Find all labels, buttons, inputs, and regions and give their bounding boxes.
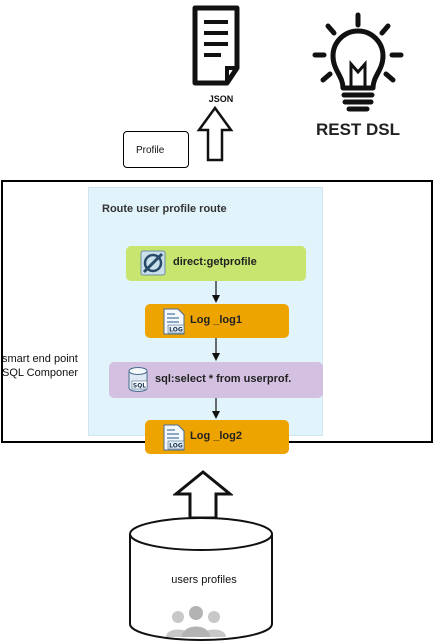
profile-box: Profile	[123, 131, 189, 168]
route-node-log1[interactable]: LOG Log _log1	[145, 304, 289, 338]
svg-text:LOG: LOG	[169, 443, 183, 450]
users-profiles-label: users profiles	[171, 574, 237, 586]
lightbulb-icon	[312, 12, 404, 112]
log-icon: LOG	[163, 424, 185, 451]
arrow-up-from-db	[173, 470, 233, 520]
document-icon	[192, 5, 240, 86]
node-label: direct:getprofile	[173, 256, 257, 268]
database-cylinder	[129, 517, 273, 641]
flow-arrow	[212, 338, 220, 361]
flow-arrow	[212, 398, 220, 419]
users-group-icon	[166, 606, 226, 637]
node-label: Log _log1	[190, 314, 242, 326]
rest-dsl-label: REST DSL	[315, 120, 401, 139]
arrow-up-to-json	[196, 106, 234, 162]
side-note-line2: SQL Componer	[2, 367, 79, 379]
direct-endpoint-icon	[140, 250, 166, 276]
node-label: sql:select * from userprof.	[155, 373, 292, 385]
svg-text:LOG: LOG	[169, 327, 183, 334]
flow-arrow	[212, 281, 220, 303]
route-node-direct[interactable]: direct:getprofile	[126, 246, 306, 281]
route-node-sql[interactable]: SQL sql:select * from userprof.	[109, 362, 323, 398]
route-title: Route user profile route	[102, 203, 227, 215]
log-icon: LOG	[163, 308, 185, 335]
route-node-log2[interactable]: LOG Log _log2	[145, 420, 289, 454]
json-label: JSON	[208, 94, 234, 104]
profile-label: Profile	[136, 145, 165, 156]
svg-text:SQL: SQL	[133, 383, 146, 390]
side-note-line1: smart end point	[2, 353, 78, 365]
node-label: Log _log2	[190, 430, 242, 442]
sql-database-icon: SQL	[128, 367, 148, 392]
